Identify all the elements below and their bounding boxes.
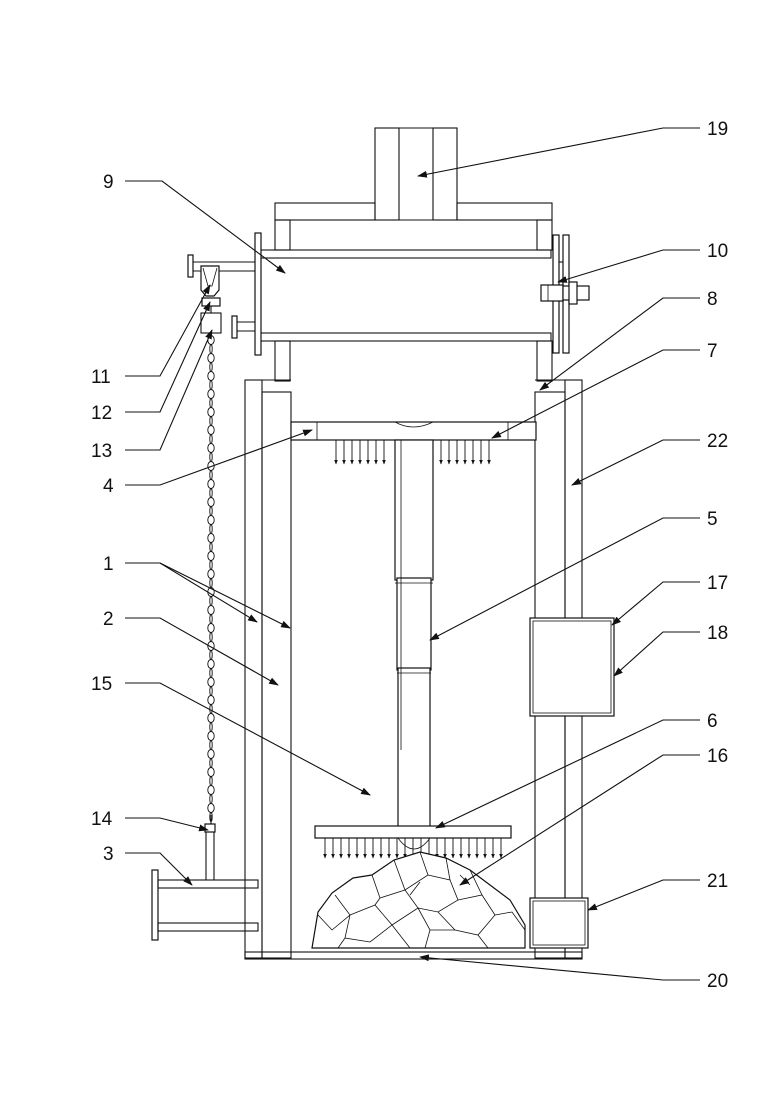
chain-link <box>208 696 214 705</box>
chimney <box>375 128 457 220</box>
chain-link <box>210 669 212 678</box>
label-2: 2 <box>103 609 114 630</box>
chain-link <box>210 525 212 534</box>
label-7: 7 <box>707 341 718 362</box>
top-cover <box>275 203 552 250</box>
chain <box>208 336 214 822</box>
label-19: 19 <box>707 119 728 140</box>
top-distributor <box>291 422 536 440</box>
chain-link <box>210 741 212 750</box>
chain-link <box>210 363 212 372</box>
lifting-assembly <box>201 266 221 333</box>
label-10: 10 <box>707 241 728 262</box>
chain-link <box>208 498 214 507</box>
chain-link <box>208 372 214 381</box>
counterweight <box>205 815 215 880</box>
chain-link <box>210 759 212 768</box>
ore-pile <box>312 852 525 948</box>
chain-link <box>208 750 214 759</box>
chain-link <box>210 615 212 624</box>
label-11: 11 <box>91 367 111 388</box>
chain-link <box>208 804 214 813</box>
chain-link <box>210 381 212 390</box>
chain-link <box>208 444 214 453</box>
label-8: 8 <box>707 289 718 310</box>
label-22: 22 <box>707 431 728 452</box>
chain-link <box>210 723 212 732</box>
chain-link <box>208 714 214 723</box>
label-15: 15 <box>91 674 112 695</box>
label-16: 16 <box>707 746 728 767</box>
chain-link <box>210 345 212 354</box>
label-20: 20 <box>707 971 728 992</box>
chain-link <box>208 552 214 561</box>
label-1: 1 <box>103 554 114 575</box>
chain-link <box>208 390 214 399</box>
chain-link <box>210 651 212 660</box>
label-6: 6 <box>707 711 718 732</box>
chain-link <box>210 399 212 408</box>
chain-link <box>208 534 214 543</box>
chain-link <box>208 768 214 777</box>
chain-link <box>208 606 214 615</box>
label-4: 4 <box>103 476 114 497</box>
chain-link <box>210 417 212 426</box>
label-17: 17 <box>707 573 728 594</box>
chain-link <box>208 426 214 435</box>
chain-link <box>208 570 214 579</box>
chain-link <box>210 597 212 606</box>
chain-link <box>208 354 214 363</box>
chain-link <box>208 660 214 669</box>
chain-link <box>208 624 214 633</box>
label-9: 9 <box>103 172 114 193</box>
chain-link <box>208 408 214 417</box>
label-13: 13 <box>91 441 112 462</box>
chain-link <box>210 453 212 462</box>
chain-link <box>210 777 212 786</box>
chain-link <box>210 435 212 444</box>
chain-link <box>210 489 212 498</box>
chain-link <box>208 732 214 741</box>
chain-link <box>208 480 214 489</box>
air-inlet-pipe <box>152 870 258 940</box>
neck <box>275 341 552 381</box>
chain-link <box>210 633 212 642</box>
label-5: 5 <box>707 509 718 530</box>
chain-link <box>210 795 212 804</box>
side-door <box>530 618 614 716</box>
chain-link <box>210 687 212 696</box>
chain-link <box>210 579 212 588</box>
chain-link <box>210 705 212 714</box>
label-12: 12 <box>91 403 112 424</box>
chain-link <box>210 507 212 516</box>
chain-link <box>208 786 214 795</box>
label-18: 18 <box>707 623 728 644</box>
heat-exchange-chamber <box>188 233 569 355</box>
chain-link <box>210 561 212 570</box>
label-14: 14 <box>91 809 113 830</box>
label-3: 3 <box>103 844 114 865</box>
chain-link <box>208 516 214 525</box>
label-21: 21 <box>707 871 728 892</box>
chain-link <box>208 678 214 687</box>
ash-door <box>530 898 588 948</box>
chain-link <box>210 543 212 552</box>
chain-link <box>210 471 212 480</box>
telescopic-pipe <box>395 440 433 828</box>
